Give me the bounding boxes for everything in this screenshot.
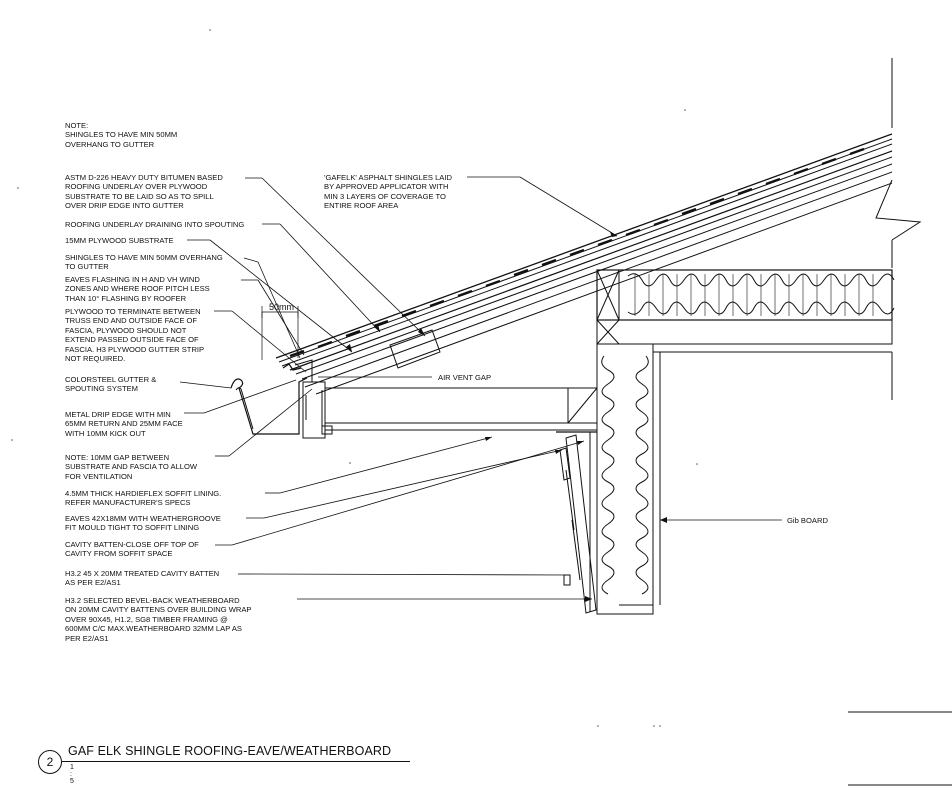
drawing-scale: 1 : 5: [70, 764, 74, 785]
note-eaves-mould: EAVES 42X18mm WITH WEATHERGROOVE FIT MOU…: [65, 514, 221, 533]
note-shingles-overhang-gutter: SHINGLES TO HAVE Min 50mm OVERHANG TO GU…: [65, 253, 223, 272]
wall-framing: [596, 269, 893, 615]
note-plywood-substrate: 15mm PLYWOOD SUBSTRATE: [65, 236, 174, 245]
note-gafelk-shingles: 'GAFELK' ASPHALT SHINGLES LAID BY APPROV…: [324, 173, 452, 211]
note-soffit-lining: 4.5mm THICK HARDIEFLEX SOFFIT LINING. RE…: [65, 489, 222, 508]
ceiling-insulation: [627, 273, 895, 316]
note-roofing-underlay-astm: ASTM D-226 HEAVY DUTY BITUMEN BASED ROOF…: [65, 173, 223, 211]
note-metal-drip-edge: METAL DRIP EDGE WITH Min 65mm RETURN AND…: [65, 410, 183, 438]
vent-block: [389, 329, 441, 369]
note-plywood-terminate: PLYWOOD TO TERMINATE BETWEEN TRUSS END A…: [65, 307, 205, 364]
detail-number: 2: [38, 750, 62, 774]
weatherboard-cladding: [556, 431, 597, 614]
arrowheads: [346, 232, 667, 602]
note-treated-cavity-batten: H3.2 45 x 20mm TREATED CAVITY BATTEN AS …: [65, 569, 220, 588]
gutter: [230, 359, 313, 435]
title-underline: [62, 761, 410, 762]
roof-shingles: [275, 133, 893, 380]
note-colorsteel-gutter: COLORSTEEL GUTTER & SPOUTING SYSTEM: [65, 375, 157, 394]
wall-insulation: [601, 355, 649, 595]
note-eaves-flashing: EAVES FLASHING IN H AND VH WIND ZONES AN…: [65, 275, 210, 303]
note-underlay-draining: ROOFING UNDERLAY DRAINING INTO SPOUTING: [65, 220, 245, 229]
note-shingle-overhang: NOTE: SHINGLES TO HAVE Min 50mm OVERHANG…: [65, 121, 178, 149]
label-air-vent-gap: AIR VENT GAP: [438, 373, 492, 382]
note-cavity-batten-close: CAVITY BATTEN-CLOSE OFF TOP OF CAVITY FR…: [65, 540, 199, 559]
eave-framing: [325, 387, 598, 431]
truss-top-chord: [304, 58, 922, 395]
dimension-label-50mm: 50mm: [269, 302, 295, 312]
scan-specks: [11, 29, 698, 727]
sheet-border: [848, 711, 952, 786]
drawing-title: GAF ELK SHINGLE ROOFING-EAVE/WEATHERBOAR…: [68, 744, 392, 758]
note-ventilation-gap: NOTE: 10mm GAP BETWEEN SUBSTRATE AND FAS…: [65, 453, 198, 481]
leader-lines: [179, 176, 782, 600]
note-weatherboard: H3.2 SELECTED BEVEL-BACK WEATHERBOARD ON…: [65, 596, 252, 643]
label-gib-board: Gib BOARD: [787, 516, 828, 525]
